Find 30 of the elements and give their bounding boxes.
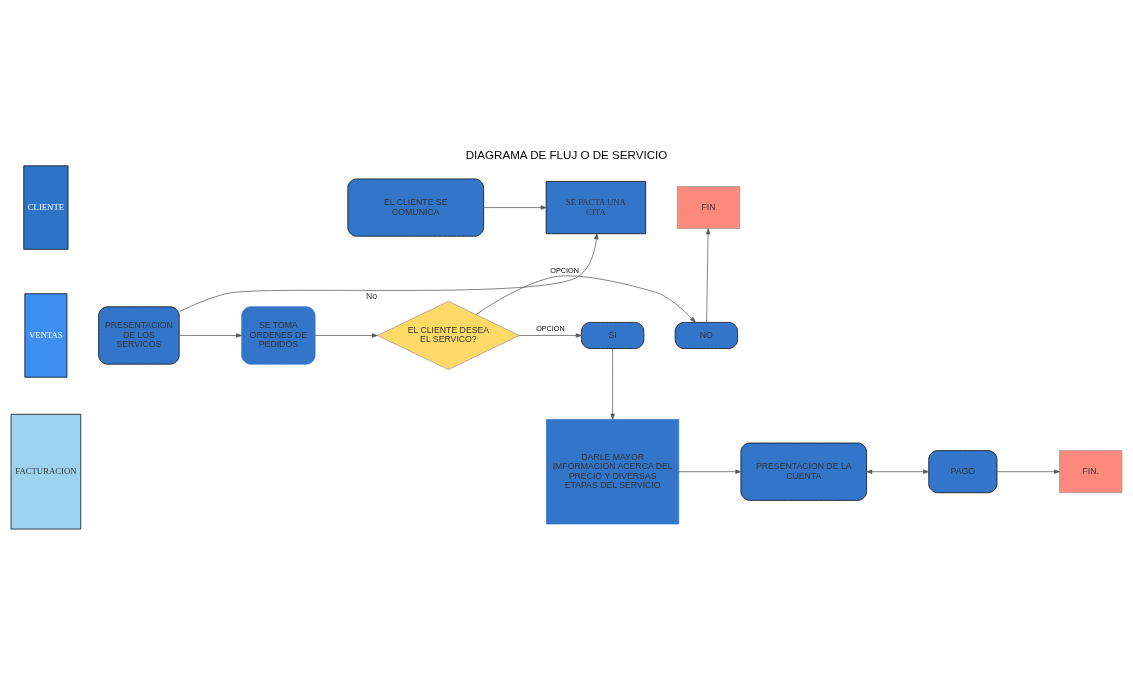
node-box: VENTAS <box>24 292 68 378</box>
arrow <box>178 332 242 338</box>
node-box: SE TOMA ORDENES DE PEDIDOS <box>241 305 316 365</box>
arrow <box>678 469 742 474</box>
edge-label: OPCION <box>550 265 579 275</box>
node-box: SI <box>581 321 645 349</box>
node-box: EL CLIENTE SE COMUNICA <box>347 178 485 237</box>
node-box: DARLE MAYOR IMFORMACION ACERCA DEL PRECIO Y DIVERSAS ETAPAS DEL SERVICIO <box>546 418 680 524</box>
node-label: No <box>365 290 378 301</box>
diagram-title: DIAGRAMA DE FLUJ O DE SERVICIO <box>465 147 668 161</box>
node-box: NO <box>674 321 738 349</box>
node-box: SE PACTA UNA CITA <box>545 180 647 234</box>
node-diamond: EL CLIENTE DESEA EL SERVICO? <box>377 300 520 370</box>
node-box: FIN. <box>1059 449 1123 493</box>
arrow <box>705 228 711 323</box>
arrow <box>179 233 599 312</box>
arrow <box>314 332 378 338</box>
node-box: CLIENTE <box>23 164 69 250</box>
edge-label: OPCION <box>536 323 565 333</box>
node-box: PRESENTACION DE LOS SERVICOS <box>98 305 180 365</box>
arrow <box>610 347 615 420</box>
arrow <box>483 204 547 210</box>
arrow <box>866 469 929 474</box>
node-box: FACTURACION <box>10 413 82 529</box>
arrow <box>519 332 582 338</box>
node-box: FIN <box>676 185 741 229</box>
node-box: PAGO <box>928 449 998 493</box>
arrow <box>996 469 1060 474</box>
node-box: PRESENTACION DE LA CUENTA <box>740 442 867 501</box>
arrow <box>475 275 696 323</box>
